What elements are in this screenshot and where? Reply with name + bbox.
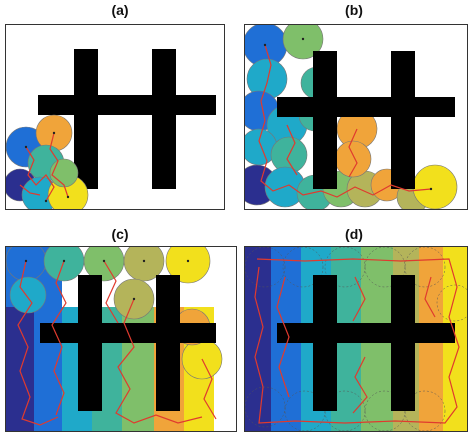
robot-paths — [17, 260, 217, 426]
panel-b-plot — [244, 24, 468, 210]
panel-c-plot — [5, 246, 237, 432]
robot-cells — [245, 25, 458, 209]
panel-b-svg — [245, 25, 458, 209]
panel-a-label: (a) — [111, 2, 129, 18]
panel-a-plot — [5, 24, 225, 210]
panel-c-svg — [6, 247, 236, 431]
obstacle-hash-shape — [38, 49, 216, 189]
robot-paths — [19, 132, 69, 202]
obstacle-hash-shape — [277, 51, 455, 189]
robot-paths — [254, 258, 460, 424]
robot-paths — [258, 44, 432, 198]
panel-d-label: (d) — [345, 226, 363, 242]
panel-c-label: (c) — [111, 226, 129, 242]
panel-a-svg — [6, 49, 216, 209]
obstacle-hash-shape — [277, 275, 455, 411]
obstacle-hash-shape — [40, 275, 216, 411]
panel-b-label: (b) — [345, 2, 363, 18]
panel-d-svg — [245, 247, 467, 431]
panel-d-plot — [244, 246, 468, 432]
